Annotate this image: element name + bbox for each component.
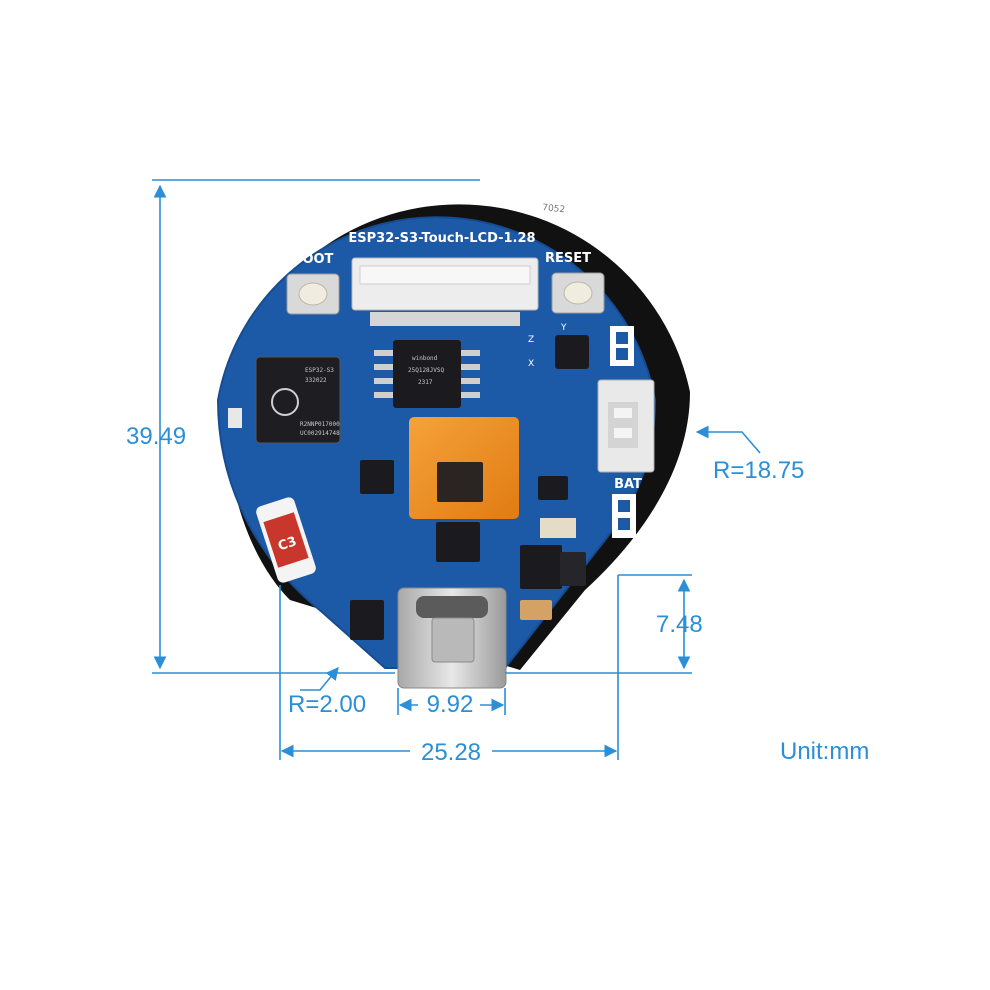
axis-y-label: Y (560, 323, 567, 333)
boot-button[interactable] (286, 273, 340, 315)
radius-dimension-label: R=18.75 (713, 457, 804, 484)
flash-mark-1: 25Q128JVSQ (408, 367, 445, 374)
reset-button[interactable] (551, 272, 605, 314)
usb-width-label: 9.92 (427, 691, 474, 718)
fpc-connector (351, 257, 539, 326)
imu-chip: Z Y X (528, 323, 589, 369)
board-name-label: ESP32-S3-Touch-LCD-1.28 (348, 231, 535, 246)
header-pads-top (610, 326, 634, 366)
bat-label: BAT (614, 477, 642, 492)
small-components (228, 408, 586, 640)
height-dimension-label: 39.49 (126, 423, 186, 450)
flash-chip: winbond 25Q128JVSQ 2317 (374, 340, 480, 408)
touch-flex (409, 417, 519, 519)
mcu-mark-0: ESP32-S3 (305, 367, 334, 374)
flash-mark-0: winbond (412, 355, 438, 362)
flash-mark-2: 2317 (418, 379, 433, 386)
corner-radius-label: R=2.00 (288, 691, 366, 718)
mcu-chip: ESP32-S3 332022 R2NNP017000 UC002914748 (255, 356, 341, 444)
unit-label: Unit:mm (780, 738, 869, 765)
mcu-mark-3: UC002914748 (300, 430, 340, 437)
mcu-mark-1: 332022 (305, 377, 327, 384)
header-pads-bat (612, 494, 636, 538)
boot-label: BOOT (293, 252, 334, 267)
capacitor-c3: C3 (256, 497, 316, 583)
notch-dimension-label: 7.48 (656, 611, 703, 638)
pcb-board: ESP32-S3-Touch-LCD-1.28 BOOT RESET BAT 7… (216, 203, 690, 689)
mcu-mark-2: R2NNP017000 (300, 421, 340, 428)
dimension-lines (152, 179, 761, 760)
bottom-width-label: 25.28 (421, 739, 481, 766)
capacitor-label: C3 (276, 534, 298, 554)
reset-label: RESET (545, 251, 591, 266)
battery-connector (597, 379, 655, 473)
axis-z-label: Z (528, 335, 534, 345)
usb-c-connector (397, 587, 507, 689)
axis-x-label: X (528, 359, 534, 369)
rim-marking: 7052 (542, 203, 566, 215)
